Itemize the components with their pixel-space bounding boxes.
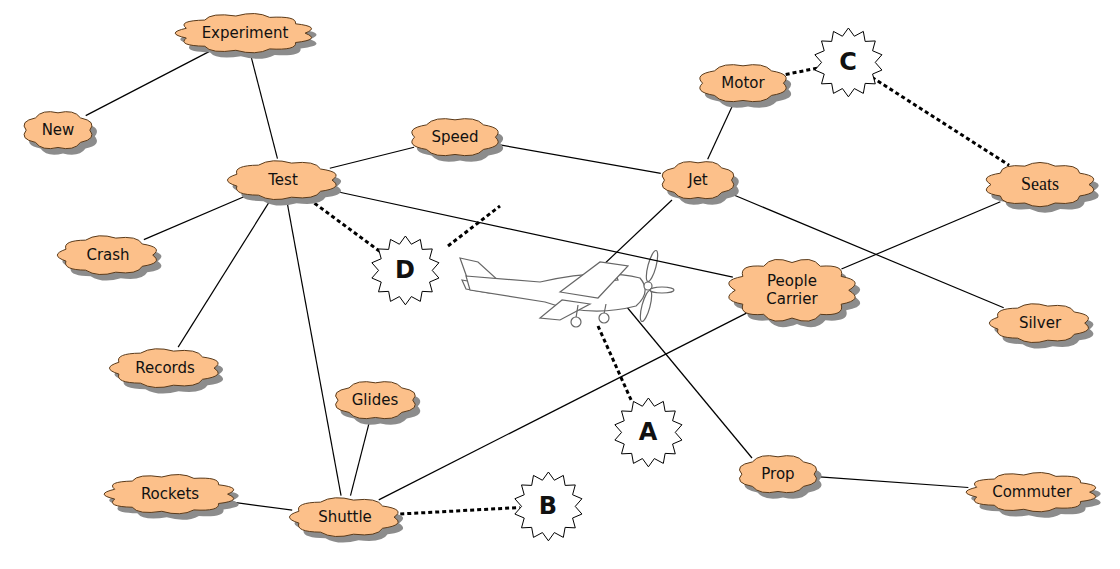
cloud-shape: [24, 111, 92, 148]
node-label: People Carrier: [752, 272, 832, 308]
connector-line: [819, 477, 968, 488]
propeller-blade: [650, 287, 674, 293]
node-label: Jet: [688, 171, 708, 189]
cloud-node: Commuter: [962, 469, 1102, 515]
callout-letter: C: [839, 48, 857, 77]
cloud-node: Silver: [985, 300, 1095, 346]
leader-line: [626, 306, 752, 458]
connector-line: [287, 201, 341, 495]
cloud-shape: [57, 236, 156, 275]
dotted-connector: [872, 77, 1009, 165]
plane-illustration: [460, 250, 674, 327]
node-label: New: [42, 121, 75, 139]
starburst-shape: [514, 472, 581, 541]
node-label: Glides: [352, 391, 399, 409]
propeller-blade: [638, 290, 654, 323]
cloud-node: New: [18, 107, 98, 153]
cloud-shape: [989, 304, 1088, 343]
connector-line: [379, 313, 747, 500]
plane-wing: [540, 300, 590, 320]
dotted-leader: [598, 326, 632, 402]
cloud-shape: [104, 474, 234, 513]
cloud-node: Rockets: [100, 471, 240, 517]
node-label: Seats: [1021, 174, 1059, 196]
node-label: Motor: [721, 74, 764, 92]
node-label: Speed: [431, 128, 478, 146]
connector-line: [729, 193, 1004, 308]
cloud-shape: [700, 64, 786, 101]
callout-letter: D: [395, 256, 415, 285]
cloud-shape: [109, 349, 218, 388]
cloud-shape: [662, 161, 734, 198]
node-label: Commuter: [992, 483, 1072, 501]
cloud-shape: [412, 118, 498, 155]
cloud-shape: [335, 381, 415, 418]
dotted-connector: [309, 199, 382, 253]
node-label: Crash: [86, 246, 129, 264]
connector-line: [230, 502, 292, 510]
starburst-label: C: [812, 26, 885, 99]
cloud-node: Motor: [693, 60, 793, 106]
cloud-shape: [227, 161, 336, 200]
node-label: Records: [135, 359, 195, 377]
cloud-node: Jet: [656, 157, 740, 203]
node-label: Prop: [761, 465, 794, 483]
cloud-node: People Carrier: [723, 255, 861, 326]
cloud-node: Seats: [980, 159, 1100, 210]
cloud-node: Experiment: [171, 10, 318, 56]
plane-wheel: [571, 317, 581, 327]
plane-lines: [600, 200, 752, 458]
connector-line: [708, 104, 734, 159]
cloud-shape: [289, 498, 398, 537]
starburst-label: A: [612, 396, 685, 469]
connector-line: [330, 147, 414, 168]
connector-line: [144, 196, 246, 240]
dotted-connector: [400, 508, 519, 514]
plane-wheel: [599, 313, 609, 323]
connector-line: [350, 421, 369, 495]
node-label: Shuttle: [318, 508, 372, 526]
starburst-shape: [614, 398, 681, 467]
connector-line: [841, 202, 1000, 269]
node-label: Test: [268, 171, 298, 189]
cloud-node: Test: [223, 157, 343, 203]
node-label: Rockets: [141, 485, 199, 503]
callout-letter: B: [539, 492, 557, 521]
connector-line: [498, 145, 660, 174]
node-label: Experiment: [202, 24, 289, 42]
starburst-shape: [814, 28, 881, 97]
cloud-node: Speed: [405, 114, 505, 160]
plane-wing: [560, 262, 628, 298]
starburst-label: D: [369, 234, 442, 307]
cloud-shape: [739, 455, 816, 492]
cloud-node: Prop: [733, 451, 823, 497]
cloud-node: Crash: [53, 232, 163, 278]
leader-line: [600, 200, 672, 268]
connector-line: [86, 51, 210, 115]
propeller-blade: [644, 250, 660, 283]
cloud-node: Records: [105, 345, 225, 391]
starburst-shape: [371, 236, 438, 305]
cloud-node: Shuttle: [285, 494, 405, 540]
node-label: Silver: [1019, 314, 1061, 332]
callout-letter: A: [639, 418, 658, 447]
cloud-shape: [986, 163, 1093, 207]
cloud-shape: [176, 13, 312, 52]
plane-strut: [576, 305, 578, 318]
cloud-shape: [729, 259, 855, 321]
connector-line: [178, 201, 270, 347]
cloud-shape: [966, 472, 1096, 511]
connector-line: [251, 54, 278, 158]
dotted-leader: [448, 206, 500, 246]
starburst-label: B: [512, 470, 585, 543]
cloud-node: Glides: [329, 377, 422, 423]
